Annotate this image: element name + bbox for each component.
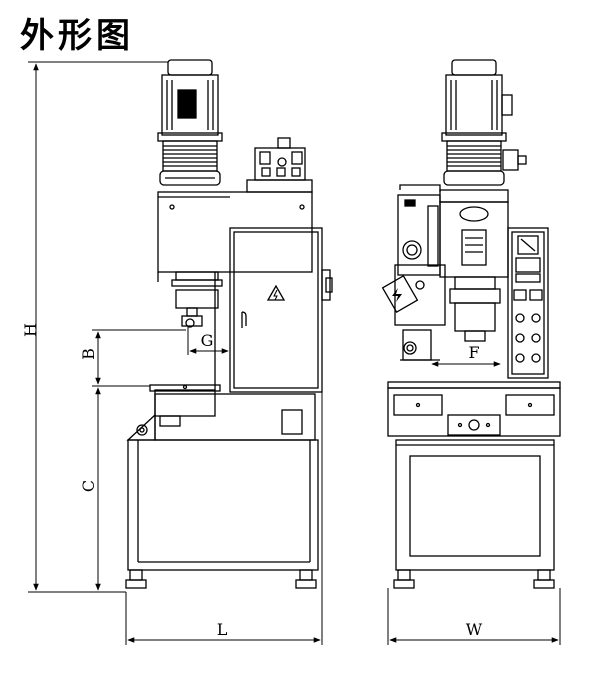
dim-label-w: W xyxy=(466,620,483,639)
front-view xyxy=(381,59,561,589)
side-worktable xyxy=(149,384,221,427)
front-head xyxy=(381,184,509,361)
dim-label-h: H xyxy=(21,323,40,337)
side-motor xyxy=(157,59,223,142)
side-coupling xyxy=(159,140,221,186)
hazard-warning-icon xyxy=(266,284,286,301)
page-title: 外形图 xyxy=(20,16,134,56)
front-table xyxy=(387,381,561,437)
front-base xyxy=(393,439,555,589)
side-frame xyxy=(125,272,319,589)
side-head xyxy=(157,137,313,328)
dimension-lines xyxy=(28,61,561,645)
dim-label-g: G xyxy=(201,331,214,350)
side-view xyxy=(125,59,333,589)
dim-label-b: B xyxy=(79,348,98,360)
dim-label-c: C xyxy=(79,480,98,492)
front-motor xyxy=(441,59,527,186)
side-cabinet xyxy=(229,227,333,393)
dim-label-f: F xyxy=(468,343,479,362)
lightning-icon xyxy=(392,288,402,302)
front-control-panel xyxy=(507,227,549,379)
dim-label-l: L xyxy=(217,620,228,639)
